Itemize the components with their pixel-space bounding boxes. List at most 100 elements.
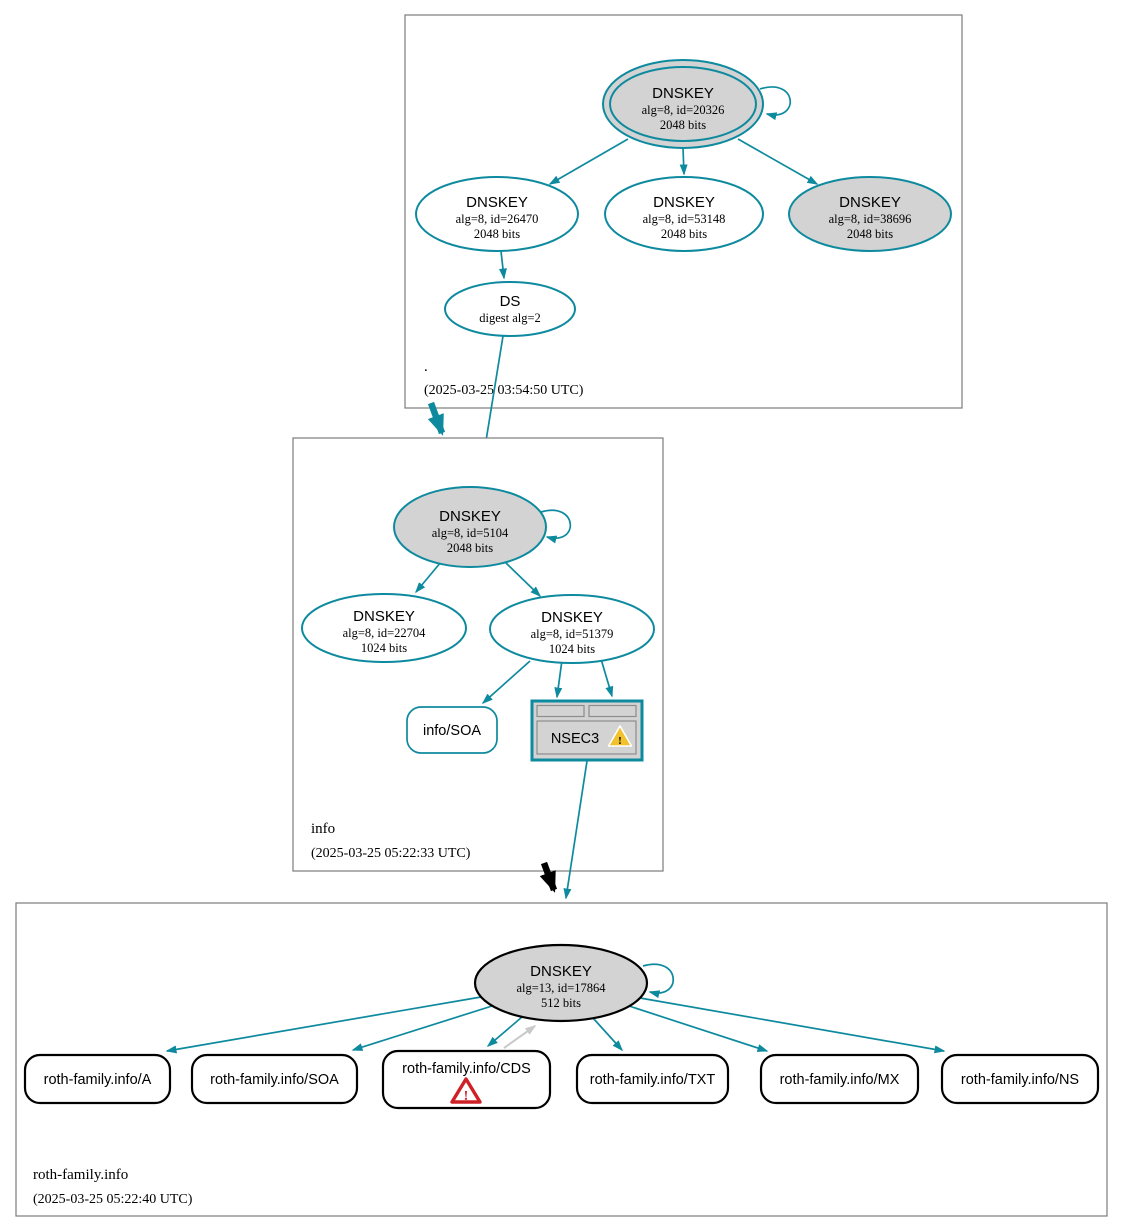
root-zsk-26470-detail: alg=8, id=26470: [456, 212, 539, 226]
root-ds-detail: digest alg=2: [479, 311, 541, 325]
roth-ns-label: roth-family.info/NS: [961, 1072, 1079, 1088]
edge-info-ksk-to-zsk2: [504, 561, 542, 598]
root-zsk-38696-detail: alg=8, id=38696: [829, 212, 912, 226]
info-soa-box[interactable]: [406, 706, 498, 754]
edge-info-zone-to-roth-zone-insecure-delegation: [539, 861, 558, 893]
root-zsk-53148-ellipse[interactable]: [604, 176, 764, 252]
nsec3-label: NSEC3: [551, 731, 599, 747]
edge-roth-dnskey-to-soa: [351, 1005, 493, 1051]
info-soa-rrset-node[interactable]: info/SOA: [406, 706, 498, 754]
info-nsec3-node[interactable]: NSEC3 !: [530, 699, 644, 762]
root-ds-title: DS: [500, 293, 521, 310]
roth-cds-rrset-node[interactable]: roth-family.info/CDS !: [381, 1049, 552, 1110]
roth-txt-rrset-node[interactable]: roth-family.info/TXT: [575, 1053, 730, 1105]
info-zsk-51379-bits: 1024 bits: [549, 642, 595, 656]
edge-root-ksk-to-zsk3: [737, 138, 819, 185]
edge-roth-dnskey-to-txt: [592, 1017, 624, 1052]
info-ksk-5104-bits: 2048 bits: [447, 541, 493, 555]
zone-info-timestamp: (2025-03-25 05:22:33 UTC): [311, 846, 471, 861]
info-ksk-5104-detail: alg=8, id=5104: [432, 526, 509, 540]
zone-root-label: .: [424, 359, 428, 375]
edge-roth-dnskey-to-cds: [486, 1016, 523, 1047]
root-ksk-title: DNSKEY: [652, 85, 714, 102]
root-ksk-outer-ellipse[interactable]: [602, 59, 764, 149]
info-zsk-51379-ellipse[interactable]: [489, 594, 655, 664]
info-zsk-22704-ellipse[interactable]: [301, 593, 467, 663]
roth-soa-rrset-node[interactable]: roth-family.info/SOA: [190, 1053, 359, 1105]
edge-cds-to-dnskey-unconfirmed: [503, 1025, 537, 1049]
roth-dnskey-17864-bits: 512 bits: [541, 996, 581, 1010]
roth-mx-box[interactable]: [759, 1053, 920, 1105]
roth-soa-box[interactable]: [190, 1053, 359, 1105]
nsec3-left-cell: [536, 704, 585, 718]
zone-info-label: info: [311, 821, 335, 837]
root-zsk-26470-node[interactable]: DNSKEY alg=8, id=26470 2048 bits: [415, 176, 579, 252]
root-zsk-38696-node[interactable]: DNSKEY alg=8, id=38696 2048 bits: [788, 176, 952, 252]
roth-txt-label: roth-family.info/TXT: [590, 1072, 716, 1088]
root-zsk-38696-ellipse[interactable]: [788, 176, 952, 252]
edge-info-ksk-to-zsk1: [415, 561, 442, 594]
root-zsk-53148-detail: alg=8, id=53148: [643, 212, 726, 226]
root-ksk-detail: alg=8, id=20326: [642, 103, 725, 117]
roth-a-box[interactable]: [23, 1053, 172, 1105]
root-ksk-bits: 2048 bits: [660, 118, 706, 132]
roth-dnskey-17864-title: DNSKEY: [530, 963, 592, 980]
zone-roth-label: roth-family.info: [33, 1167, 128, 1183]
zone-info: info (2025-03-25 05:22:33 UTC) DNSKEY al…: [292, 437, 664, 872]
roth-dnskey-17864-detail: alg=13, id=17864: [516, 981, 606, 995]
roth-a-rrset-node[interactable]: roth-family.info/A: [23, 1053, 172, 1105]
root-zsk-53148-bits: 2048 bits: [661, 227, 707, 241]
edge-root-ksk-to-zsk2: [679, 147, 688, 176]
nsec3-right-cell: [588, 704, 637, 718]
root-zsk-53148-title: DNSKEY: [653, 194, 715, 211]
info-ksk-5104-title: DNSKEY: [439, 508, 501, 525]
roth-dnskey-17864-ellipse[interactable]: [473, 943, 649, 1023]
roth-dnskey-17864-node[interactable]: DNSKEY alg=13, id=17864 512 bits: [473, 943, 649, 1023]
root-zsk-38696-title: DNSKEY: [839, 194, 901, 211]
root-ksk-dnskey-node[interactable]: DNSKEY alg=8, id=20326 2048 bits: [602, 59, 764, 149]
zone-root-timestamp: (2025-03-25 03:54:50 UTC): [424, 383, 584, 398]
warning-icon: !: [607, 725, 633, 747]
root-ds-ellipse[interactable]: [444, 281, 576, 337]
warning-icon-mark: !: [618, 735, 622, 747]
roth-soa-label: roth-family.info/SOA: [210, 1072, 339, 1088]
roth-ns-rrset-node[interactable]: roth-family.info/NS: [940, 1053, 1100, 1105]
edge-info-zsk2-to-soa: [481, 660, 531, 704]
edge-root-ksk-selfloop: [759, 86, 792, 121]
zone-root: . (2025-03-25 03:54:50 UTC) DNSKEY alg=8…: [404, 14, 963, 409]
info-ksk-5104-node[interactable]: DNSKEY alg=8, id=5104 2048 bits: [393, 486, 547, 568]
info-zsk-51379-node[interactable]: DNSKEY alg=8, id=51379 1024 bits: [489, 594, 655, 664]
error-icon: !: [450, 1077, 482, 1104]
info-soa-label: info/SOA: [423, 723, 481, 739]
edge-nsec3-to-roth-zone: [563, 760, 588, 900]
roth-mx-rrset-node[interactable]: roth-family.info/MX: [759, 1053, 920, 1105]
zone-roth-timestamp: (2025-03-25 05:22:40 UTC): [33, 1192, 193, 1207]
edge-root-zsk1-to-ds: [498, 250, 507, 280]
roth-ns-box[interactable]: [940, 1053, 1100, 1105]
roth-a-label: roth-family.info/A: [44, 1072, 152, 1088]
info-zsk-22704-detail: alg=8, id=22704: [343, 626, 427, 640]
info-zsk-22704-bits: 1024 bits: [361, 641, 407, 655]
edge-info-ksk-selfloop: [540, 509, 572, 544]
root-zsk-26470-bits: 2048 bits: [474, 227, 520, 241]
info-zsk-22704-node[interactable]: DNSKEY alg=8, id=22704 1024 bits: [301, 593, 467, 663]
edge-roth-dnskey-to-a: [165, 996, 482, 1054]
info-zsk-51379-title: DNSKEY: [541, 609, 603, 626]
info-zsk-51379-detail: alg=8, id=51379: [531, 627, 614, 641]
root-zsk-26470-title: DNSKEY: [466, 194, 528, 211]
root-zsk-26470-ellipse[interactable]: [415, 176, 579, 252]
root-ds-node[interactable]: DS digest alg=2: [444, 281, 576, 337]
info-ksk-5104-ellipse[interactable]: [393, 486, 547, 568]
roth-txt-box[interactable]: [575, 1053, 730, 1105]
edge-root-zone-to-info-zone-secure-delegation: [427, 401, 446, 436]
edge-info-zsk2-to-nsec3-left: [554, 659, 563, 699]
edge-info-zsk2-to-nsec3-right: [600, 658, 614, 698]
root-ksk-inner-ellipse: [609, 66, 757, 142]
error-icon-mark: !: [464, 1089, 469, 1104]
roth-mx-label: roth-family.info/MX: [780, 1072, 900, 1088]
edge-roth-dnskey-selfloop: [642, 963, 675, 999]
edge-root-ksk-to-zsk1: [548, 138, 629, 185]
info-zsk-22704-title: DNSKEY: [353, 608, 415, 625]
root-zsk-53148-node[interactable]: DNSKEY alg=8, id=53148 2048 bits: [604, 176, 764, 252]
